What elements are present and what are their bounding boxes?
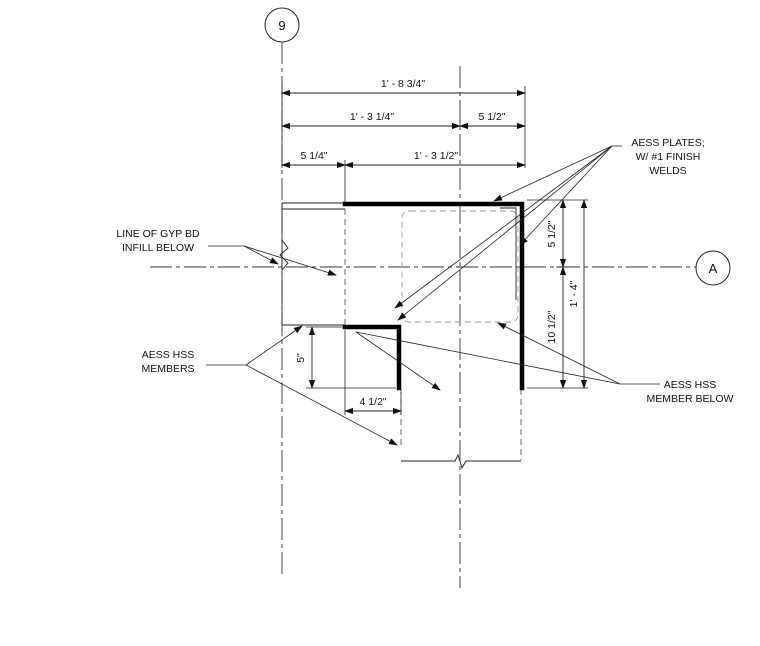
- note-hss-below-line-1: AESS HSS: [664, 379, 717, 391]
- note-gyp-bd: LINE OF GYP BD INFILL BELOW: [116, 228, 337, 276]
- horizontal-dimensions: 1' - 8 3/4" 1' - 3 1/4" 5 1/2" 5 1/4" 1'…: [281, 78, 526, 202]
- aess-plate-secondary: [342, 324, 402, 391]
- break-symbol-left: [279, 239, 289, 271]
- plate-inner-edge: [500, 207, 517, 300]
- grid-lines: [150, 42, 696, 588]
- break-line-bottom: [401, 453, 521, 470]
- note-aess-hss-members: AESS HSS MEMBERS: [141, 325, 398, 446]
- dim-lower-right-label: 1' - 3 1/2": [414, 150, 459, 162]
- dim-vert-top-label: 5 1/2": [546, 220, 558, 247]
- dim-lower-left-label: 5 1/4": [300, 150, 327, 162]
- note-hss-below-line-2: MEMBER BELOW: [647, 393, 734, 405]
- hss-dimensions: 5" 4 1/2": [295, 326, 402, 415]
- dim-vert-bottom-label: 10 1/2": [546, 310, 558, 343]
- dim-overall-width-label: 1' - 8 3/4": [381, 78, 426, 90]
- grid-bubble-a: A: [695, 250, 731, 286]
- note-plates-line-1: AESS PLATES;: [631, 137, 704, 149]
- grid-bubble-9-label: 9: [278, 18, 285, 33]
- aess-plate-main: [342, 201, 525, 391]
- note-hss-members-line-1: AESS HSS: [142, 349, 195, 361]
- note-gyp-line-1: LINE OF GYP BD: [116, 228, 200, 240]
- note-plates-line-2: W/ #1 FINISH: [636, 151, 701, 163]
- dim-upper-left-label: 1' - 3 1/4": [350, 111, 395, 123]
- note-plates-line-3: WELDS: [649, 165, 686, 177]
- note-aess-hss-member-below: AESS HSS MEMBER BELOW: [355, 322, 734, 405]
- hidden-lines: [344, 209, 522, 460]
- vertical-dimensions: 5 1/2" 10 1/2" 1' - 4": [527, 199, 588, 389]
- dim-hss-height-label: 5": [295, 353, 307, 363]
- aess-hss-member-below-outline: [401, 210, 519, 323]
- dim-vert-overall-label: 1' - 4": [568, 280, 580, 307]
- aess-plates: [342, 201, 525, 391]
- gyp-board-infill-outline: [279, 202, 345, 326]
- note-gyp-line-2: INFILL BELOW: [122, 242, 194, 254]
- grid-bubble-9: 9: [264, 7, 300, 43]
- note-hss-members-line-2: MEMBERS: [141, 363, 194, 375]
- dim-upper-right-label: 5 1/2": [478, 111, 505, 123]
- grid-bubble-a-label: A: [709, 261, 718, 276]
- dim-hss-width-label: 4 1/2": [359, 396, 386, 408]
- note-aess-plates: AESS PLATES; W/ #1 FINISH WELDS: [394, 137, 705, 321]
